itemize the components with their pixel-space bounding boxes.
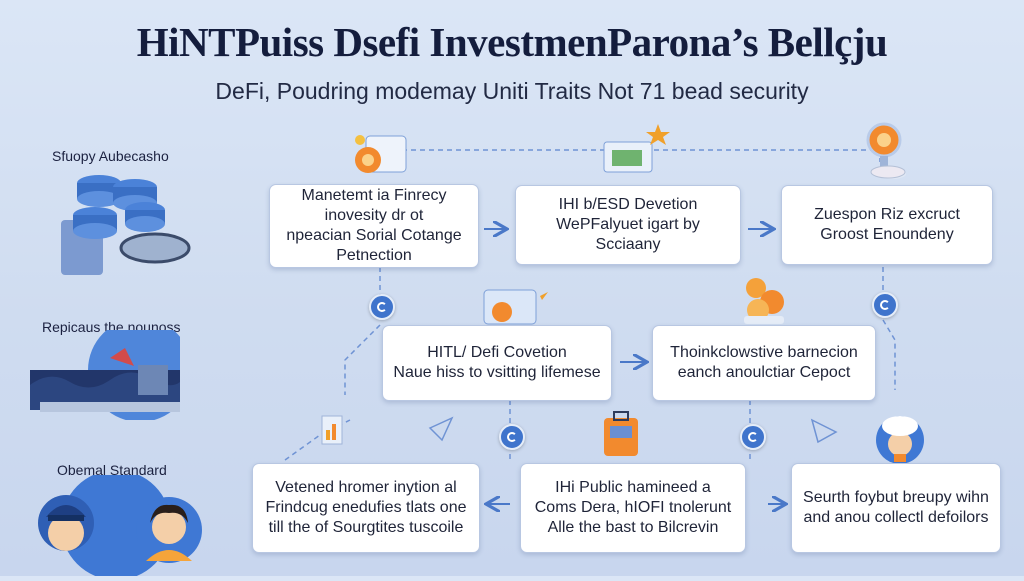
step-box-line: eanch anoulctiar Cepoct <box>677 364 851 381</box>
step-box-line: Frindcug enedufies tlats one <box>265 499 467 516</box>
step-box-line: Alle the bast to Bilcrevin <box>547 519 719 536</box>
step-box-r3c3: Seurth foybut breupy wihn and anou collec… <box>791 463 1001 553</box>
step-box-line: npeacian Sorial Cotange <box>286 227 462 244</box>
chef-icon <box>872 410 932 470</box>
dish-icon <box>868 160 908 185</box>
step-box-line: Vetened hromer inytion al <box>275 479 457 496</box>
coin-stack-icon <box>736 272 796 335</box>
server-stack-icon <box>55 165 195 285</box>
connector-node-3 <box>499 424 525 450</box>
step-box-r3c2: IHi Public hamineed a Coms Dera, hIOFI tn… <box>520 463 746 553</box>
person-avatar-icon <box>36 470 216 581</box>
connector-node-4 <box>740 424 766 450</box>
connector-node-1 <box>369 294 395 320</box>
step-box-line: inovesity dr ot <box>324 207 424 224</box>
cloud-icon <box>478 282 553 335</box>
step-box-line: and anou collectl defoilors <box>803 509 989 526</box>
chart-sticker-icon <box>318 410 348 455</box>
step-box-r3c1: Vetened hromer inytion al Frindcug eneduf… <box>252 463 480 553</box>
step-box-line: Petnection <box>336 247 412 264</box>
step-box-line: Thoinkclowstive barnecion <box>670 344 858 361</box>
step-box-line: IHi Public hamineed a <box>555 479 711 496</box>
step-box-line: Naue hiss to vsitting lifemese <box>393 364 601 381</box>
step-box-line: Groost Enoundeny <box>820 226 954 243</box>
briefcase-icon <box>598 408 648 468</box>
step-box-r2c2: Thoinkclowstive barnecion eanch anoulctia… <box>652 325 876 401</box>
side-label-bottom: Obemal Standard <box>57 462 167 478</box>
step-box-line: IHI b/ESD Devetion <box>558 196 698 213</box>
coin-icon <box>346 128 416 188</box>
step-box-line: HITL/ Defi Covetion <box>427 344 567 361</box>
step-box-line: Seurth foybut breupy wihn <box>803 489 989 506</box>
step-box-r1c1: Manetemt ia Finrecy inovesity dr ot npeaci… <box>269 184 479 268</box>
page-title: HiNTPuiss Dsefi InvestmenParona’s Bellçj… <box>136 19 888 65</box>
side-label-top: Sfuopy Aubecasho <box>52 148 169 164</box>
step-box-line: Coms Dera, hIOFI tnolerunt <box>534 499 732 516</box>
star-icon <box>600 120 675 185</box>
step-box-line: WePFalyuet igart by <box>556 216 700 233</box>
page-subtitle: DeFi, Poudring modemay Uniti Traits Not … <box>215 78 809 104</box>
step-box-line: till the of Sourgtites tuscoile <box>268 519 464 536</box>
step-box-line: Manetemt ia Finrecy <box>301 187 447 204</box>
step-box-line: Zuespon Riz excruct <box>814 206 960 223</box>
step-box-line: Scciaany <box>595 236 661 253</box>
city-skyline-icon <box>30 318 192 425</box>
connector-node-2 <box>872 292 898 318</box>
